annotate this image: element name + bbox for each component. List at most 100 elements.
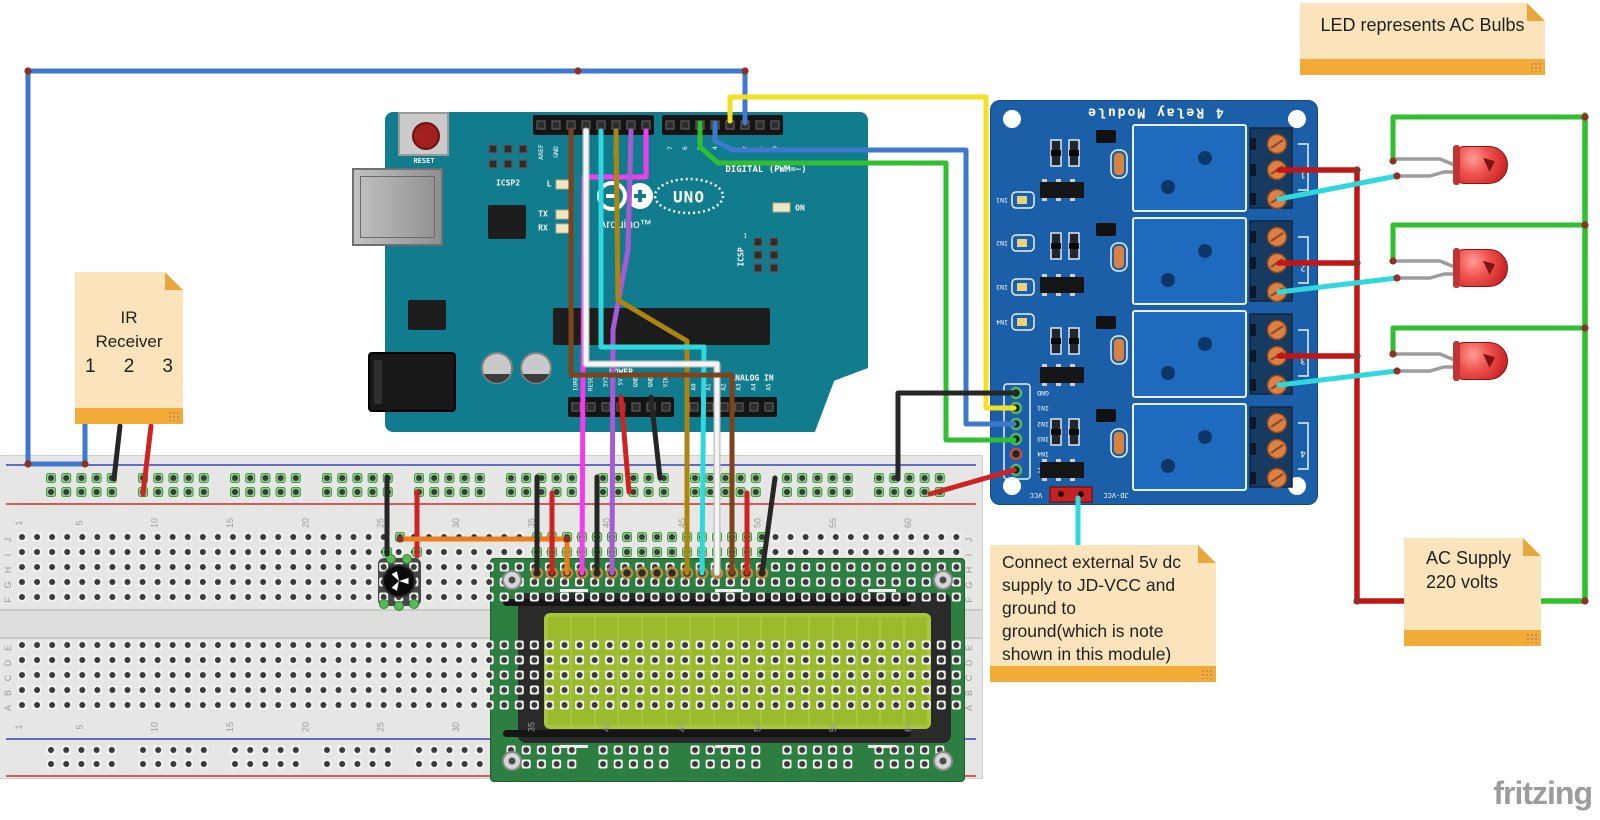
silk-label: 12 <box>582 148 590 156</box>
lcd-cell <box>571 672 594 725</box>
silk-label: 6 <box>681 146 689 150</box>
lcd-cell <box>548 617 570 670</box>
lcd-silk-tick <box>560 745 588 748</box>
digital-caption: DIGITAL (PWM=~) <box>725 165 807 175</box>
relay-header-label: IN4 <box>1037 450 1049 458</box>
wire-junction <box>1393 367 1401 375</box>
lcd-cell <box>762 672 785 725</box>
potentiometer[interactable] <box>378 558 421 606</box>
jdvcc-line5: shown in this module) <box>1002 644 1172 664</box>
wire-junction <box>1581 597 1589 605</box>
relay-in-label: IN2 <box>996 239 1008 247</box>
lcd-cell <box>833 672 856 725</box>
note-ir-receiver[interactable]: IR Receiver 1 2 3 <box>75 272 183 424</box>
jdvcc-line1: Connect external 5v dc <box>1002 552 1181 572</box>
wire-junction <box>1353 352 1361 360</box>
relay-header-label: GND <box>1037 389 1049 397</box>
icsp-label: ICSP <box>736 247 746 267</box>
lcd-cell <box>833 617 856 670</box>
silk-label: IOREF <box>572 372 580 392</box>
silk-label: RESET <box>587 372 595 392</box>
silk-label: A2 <box>720 383 728 391</box>
silk-label: GND <box>647 376 655 388</box>
silk-label: 1 <box>756 146 764 150</box>
wire-junction <box>1389 257 1397 265</box>
wire-junction <box>1393 172 1401 180</box>
lcd-cell <box>857 672 880 725</box>
silk-label: 0 <box>771 146 779 150</box>
jdvcc-line3: ground to <box>1002 598 1076 618</box>
led-red-3[interactable] <box>1453 341 1508 381</box>
lcd-cell <box>714 617 737 670</box>
wire-junction <box>741 67 749 75</box>
lcd-silk-tick <box>560 589 588 592</box>
silk-label: A3 <box>735 383 743 391</box>
uno-label: UNO <box>673 187 705 207</box>
lcd-groove-top <box>503 599 911 606</box>
regulator-chip <box>408 300 446 330</box>
jdvcc-line2: supply to JD-VCC and <box>1002 575 1176 595</box>
silk-label: 13 <box>567 148 575 156</box>
lcd-silk-tick <box>868 589 896 592</box>
usb-connector <box>352 168 443 246</box>
silk-label: 11 <box>597 148 605 156</box>
silk-label: 3V3 <box>602 376 610 388</box>
silk-label: VIN <box>662 376 670 388</box>
silk-label: 3 <box>726 146 734 150</box>
lcd-cell <box>643 672 666 725</box>
on-label: ON <box>795 203 805 213</box>
lcd-cell <box>690 672 713 725</box>
lcd-cell <box>595 617 618 670</box>
wire-junction <box>574 67 582 75</box>
rail-line-blue-top <box>6 464 976 466</box>
lcd-cell <box>643 617 666 670</box>
silk-label: 5V <box>617 378 625 386</box>
silk-label: 9 <box>627 150 635 154</box>
wire-green-bus[interactable] <box>1539 112 1588 604</box>
lcd-cell <box>809 672 832 725</box>
ac-line2: 220 volts <box>1426 572 1499 592</box>
relay-header-label: IN3 <box>1037 435 1049 443</box>
wire-junction <box>1353 166 1361 174</box>
ir-pin-2: 2 <box>123 356 135 377</box>
ir-pin-1: 1 <box>85 356 96 377</box>
wire-junction <box>1389 157 1397 165</box>
tx-label: TX <box>538 209 548 219</box>
lcd-cell <box>762 617 785 670</box>
relay-header-label: VCC <box>1037 466 1049 474</box>
power-jack <box>368 352 456 412</box>
wire-junction <box>1581 113 1589 121</box>
reset-label: RESET <box>413 157 435 165</box>
note-led-bulbs[interactable]: LED represents AC Bulbs <box>1300 3 1545 75</box>
silk-label: A0 <box>690 383 698 391</box>
led-red-1[interactable] <box>1453 145 1508 185</box>
silk-label: 4 <box>711 146 719 150</box>
lcd-cell <box>905 672 927 725</box>
note-led-bulbs-text: LED represents AC Bulbs <box>1320 15 1525 35</box>
arduino-uno-board[interactable] <box>385 112 868 432</box>
silk-label: 7 <box>666 146 674 150</box>
wire-junction <box>1581 324 1589 332</box>
lcd-cell <box>667 617 689 670</box>
lcd-cell <box>857 617 880 670</box>
wire-junction <box>1389 350 1397 358</box>
lcd-cell <box>714 672 737 725</box>
relay-in-label: IN3 <box>996 283 1008 291</box>
lcd-cell <box>738 617 761 670</box>
note-ac-supply[interactable]: AC Supply 220 volts <box>1404 538 1541 646</box>
note-jdvcc[interactable]: Connect external 5v dc supply to JD-VCC … <box>990 545 1216 682</box>
silk-label: 10 <box>612 148 620 156</box>
reset-button[interactable] <box>398 112 449 156</box>
led-red-2[interactable] <box>1453 248 1508 288</box>
note-fold <box>165 272 183 290</box>
relay-title: 4 Relay Module <box>1086 104 1224 120</box>
relay-module-board[interactable] <box>990 100 1318 505</box>
silk-label: A4 <box>750 383 758 391</box>
lcd-cell <box>548 672 570 725</box>
lcd-cell <box>690 617 713 670</box>
note-strip <box>1300 59 1545 75</box>
power-caption: POWER <box>608 367 634 377</box>
vcc-label: VCC <box>1029 491 1043 499</box>
lcd-cell <box>738 672 761 725</box>
